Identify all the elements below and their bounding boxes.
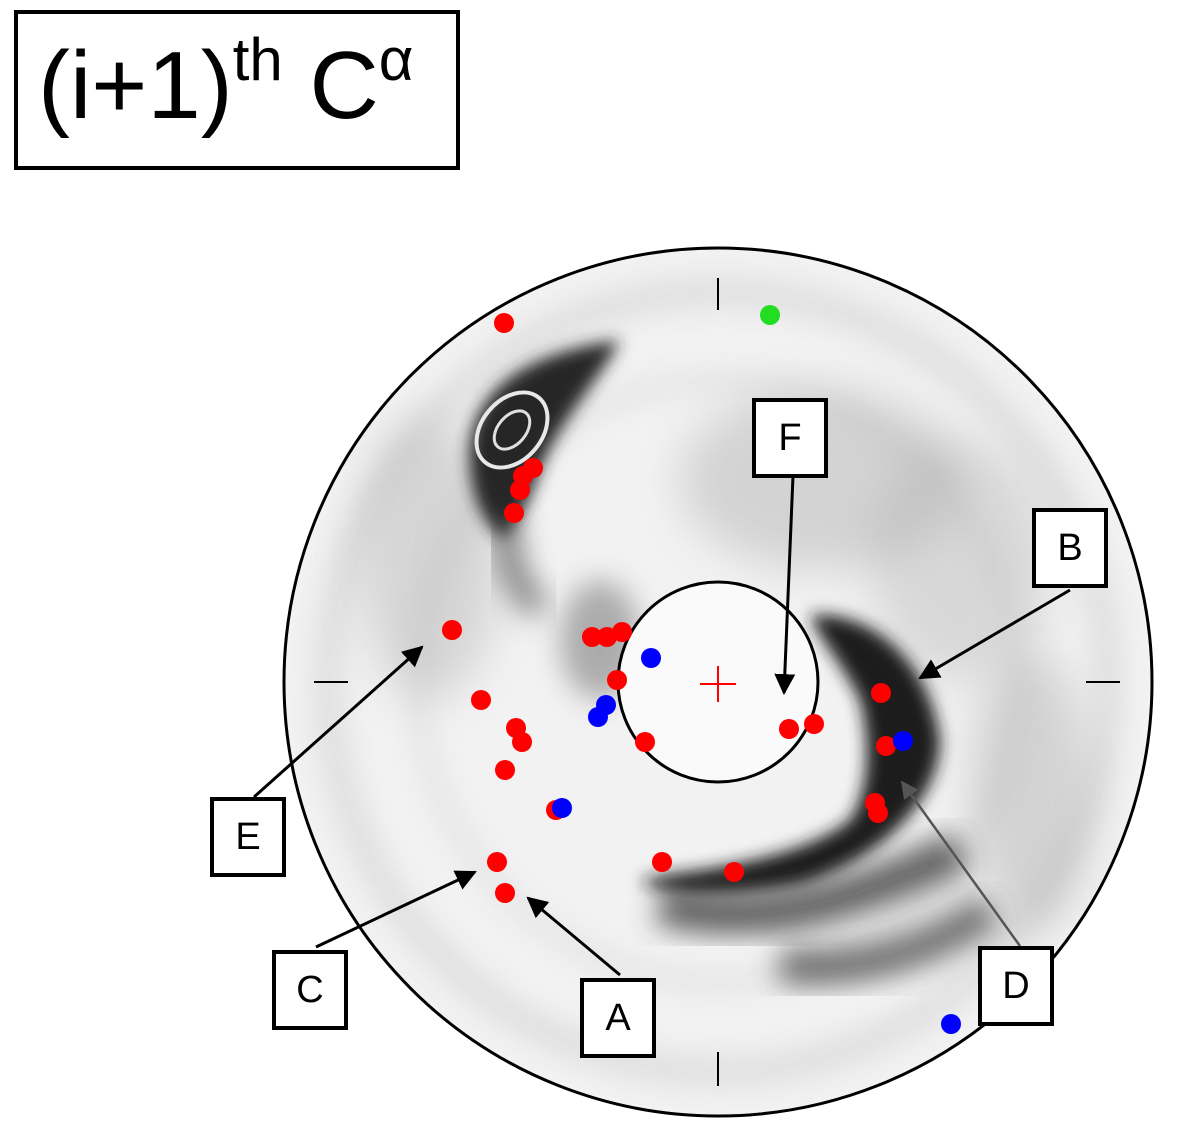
red-point — [487, 852, 507, 872]
title-sup-th: th — [232, 26, 283, 93]
red-point — [495, 760, 515, 780]
red-point — [804, 714, 824, 734]
red-point — [607, 670, 627, 690]
outer-circle — [282, 246, 1154, 1118]
arrow-f — [774, 475, 796, 696]
red-point — [512, 732, 532, 752]
title-box: (i+1)th Cα — [14, 10, 460, 170]
red-point — [779, 719, 799, 739]
data-points — [442, 305, 961, 1034]
label-d: D — [978, 946, 1054, 1026]
label-c: C — [272, 950, 348, 1030]
arrow-e — [253, 645, 424, 799]
arrow-c — [315, 870, 477, 949]
title-sup-alpha: α — [378, 26, 414, 93]
label-f-text: F — [778, 416, 802, 459]
red-point — [504, 503, 524, 523]
label-e: E — [210, 797, 286, 877]
label-c-text: C — [296, 968, 324, 1011]
label-a-text: A — [605, 996, 631, 1039]
label-d-text: D — [1002, 964, 1030, 1007]
blue-point — [552, 798, 572, 818]
arrow-b — [918, 588, 1071, 680]
red-point — [442, 620, 462, 640]
title-main: (i+1) — [38, 32, 233, 139]
title-text: (i+1)th Cα — [38, 30, 413, 134]
blue-point — [641, 648, 661, 668]
red-point — [494, 313, 514, 333]
label-b-text: B — [1057, 526, 1083, 569]
red-point — [612, 622, 632, 642]
red-point — [876, 736, 896, 756]
annotation-arrows — [253, 475, 1071, 977]
red-point — [495, 883, 515, 903]
green-point — [760, 305, 780, 325]
red-point — [471, 690, 491, 710]
label-e-text: E — [235, 815, 261, 858]
red-point — [635, 732, 655, 752]
axis-ticks — [314, 278, 1120, 1086]
red-point — [510, 480, 530, 500]
label-b: B — [1032, 508, 1108, 588]
blue-point — [941, 1014, 961, 1034]
center-cross — [700, 666, 736, 702]
arrow-a — [526, 896, 621, 977]
red-point — [871, 683, 891, 703]
red-point — [724, 862, 744, 882]
arrow-d — [900, 780, 1022, 947]
label-a: A — [580, 978, 656, 1058]
red-point — [652, 852, 672, 872]
blue-point — [588, 707, 608, 727]
blue-point — [893, 731, 913, 751]
title-c: C — [282, 32, 379, 139]
label-f: F — [752, 398, 828, 478]
red-point — [582, 627, 602, 647]
red-point — [868, 803, 888, 823]
